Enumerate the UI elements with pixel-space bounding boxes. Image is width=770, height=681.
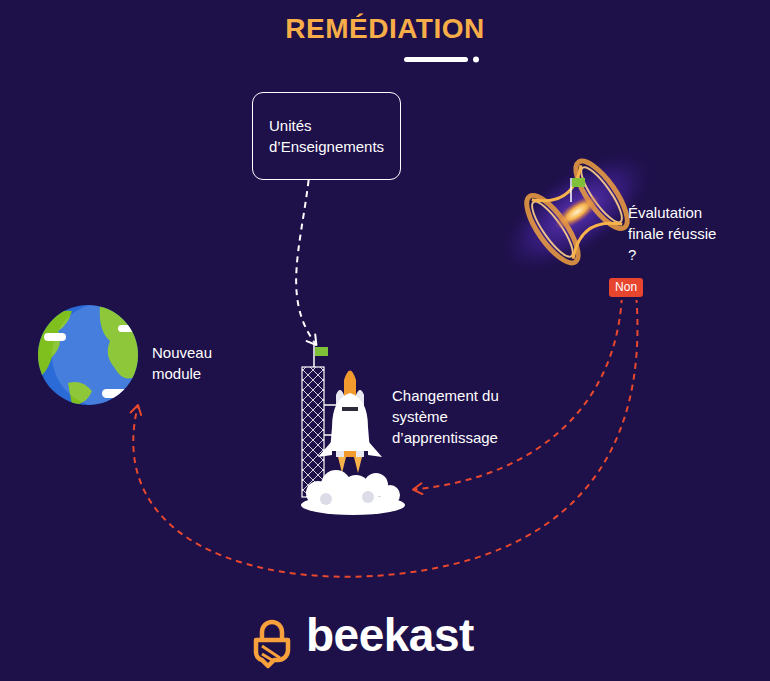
connector [413,275,622,494]
dashed-line [296,180,316,345]
logo-wordmark: beekast [306,608,474,662]
dashed-line [133,275,637,577]
edge-label: Non [609,278,643,297]
dashed-line [413,275,622,490]
diagram-title: REMÉDIATION [0,13,770,45]
node-text: Évalutation finale réussie ? [628,202,720,265]
wormhole-node: Évalutation finale réussie ? [505,150,750,275]
connector [131,275,638,577]
logo-icon [256,622,288,666]
node-text: Nouveau module [152,342,212,384]
title-dot [473,57,479,63]
rocket-node: Changement du système d’apprentissage [298,345,528,515]
node-text: Changement du système d’apprentissage [392,385,514,448]
title-underline [404,57,468,62]
arrow-head [413,483,422,494]
arrow-head [131,405,141,415]
rocket-illustration [298,345,408,517]
process-box: Unités d’Enseignements [252,92,401,180]
earth-illustration [38,305,138,405]
arrow-head [307,335,317,345]
connector [296,180,316,345]
earth-node: Nouveau module [38,305,238,405]
node-text: Unités d’Enseignements [269,115,384,157]
